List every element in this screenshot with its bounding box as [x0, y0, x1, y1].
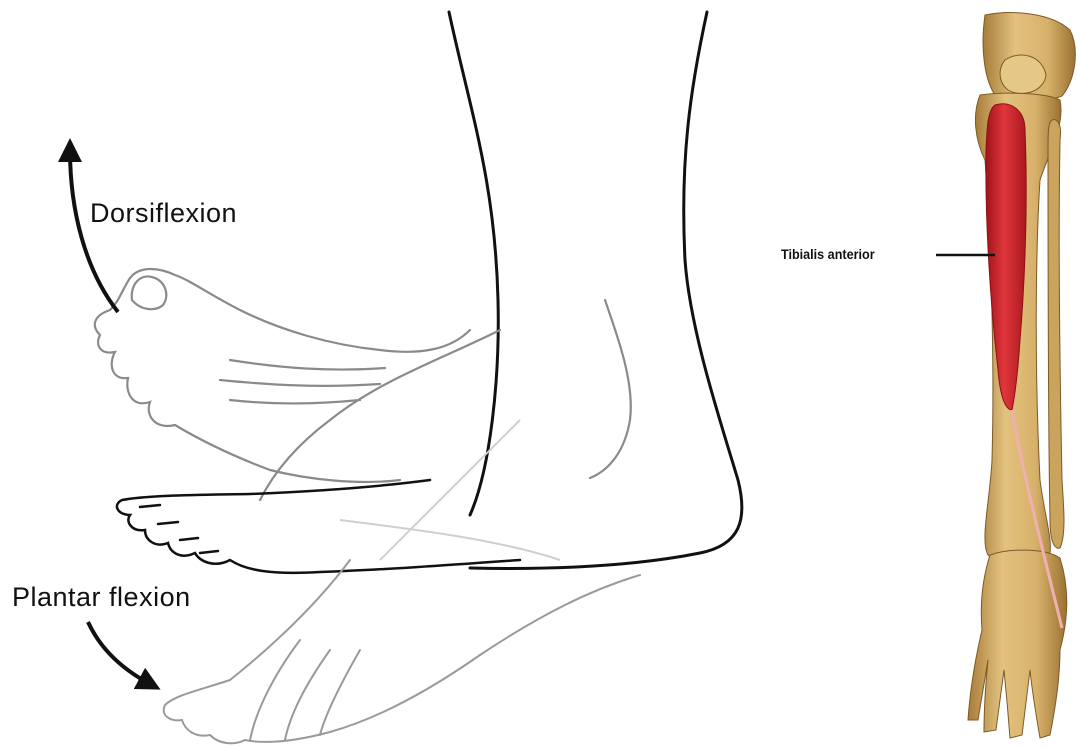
neutral-foot-outline [260, 300, 631, 500]
plantar-flexion-label: Plantar flexion [12, 582, 191, 613]
leg-outline [449, 12, 742, 568]
foot-bones [968, 550, 1067, 738]
plantar-foot [117, 480, 520, 573]
fibula [1048, 120, 1064, 549]
lower-plantar-foot [164, 560, 640, 743]
arrow-down-icon [88, 622, 150, 684]
faint-shin-lines [340, 420, 560, 560]
dorsiflexion-label: Dorsiflexion [90, 198, 237, 229]
arrow-up-icon [70, 150, 118, 312]
tibialis-anterior-label: Tibialis anterior [781, 246, 875, 262]
dorsiflexed-foot [95, 269, 470, 482]
